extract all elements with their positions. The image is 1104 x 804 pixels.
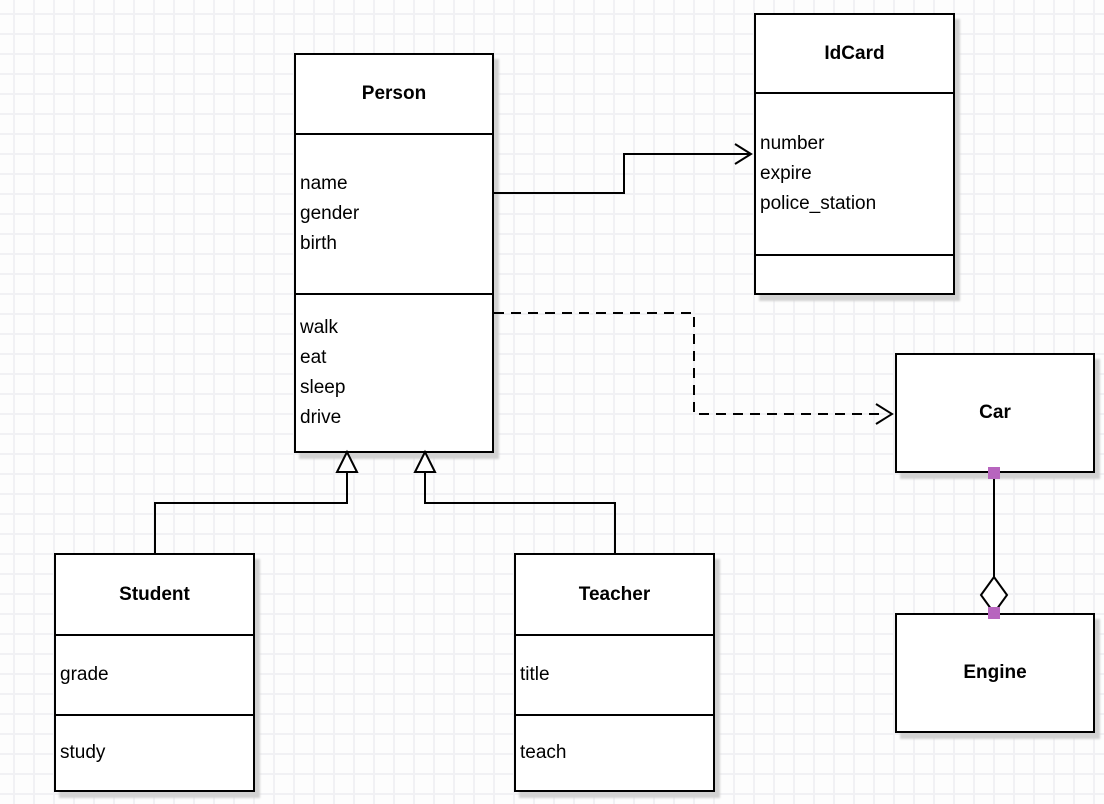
method: study	[60, 742, 106, 763]
attribute: expire	[760, 163, 812, 184]
class-title: Engine	[963, 662, 1027, 683]
method: drive	[300, 407, 342, 428]
class-box-car[interactable]: Car	[895, 353, 1095, 473]
class-box-idcard[interactable]: IdCard number expire police_station	[754, 13, 955, 295]
methods-section: study	[56, 714, 253, 790]
edge-generalization-student-person[interactable]	[154, 449, 359, 553]
class-title: Person	[361, 83, 427, 104]
method: sleep	[300, 377, 346, 398]
edge-aggregation-car-engine[interactable]	[979, 467, 1009, 619]
open-arrow-icon	[734, 143, 753, 165]
methods-section: walk eat sleep drive	[296, 293, 492, 451]
class-title: Car	[979, 402, 1011, 423]
methods-section	[756, 254, 953, 293]
class-title: IdCard	[824, 42, 885, 64]
attributes-section: grade	[56, 634, 253, 714]
attribute: grade	[60, 664, 109, 685]
method: walk	[300, 317, 339, 338]
class-title: Teacher	[578, 583, 651, 605]
attributes-section: name gender birth	[296, 133, 492, 293]
attribute: title	[520, 664, 550, 685]
attribute: police_station	[760, 193, 877, 214]
attribute: gender	[300, 203, 360, 224]
methods-section: teach	[516, 714, 713, 790]
method: eat	[300, 347, 327, 368]
hollow-diamond-icon	[979, 575, 1009, 615]
attributes-section: title	[516, 634, 713, 714]
edge-association-person-idcard[interactable]	[494, 143, 753, 194]
method: teach	[520, 742, 567, 763]
edge-dependency-person-car[interactable]	[494, 312, 894, 425]
class-box-teacher[interactable]: Teacher title teach	[514, 553, 715, 792]
attribute: birth	[300, 233, 337, 254]
open-arrow-icon	[875, 403, 894, 425]
hollow-triangle-icon	[335, 449, 359, 473]
attribute: name	[300, 173, 348, 194]
class-box-person[interactable]: Person name gender birth walk eat sleep …	[294, 53, 494, 453]
class-box-student[interactable]: Student grade study	[54, 553, 255, 792]
class-box-engine[interactable]: Engine	[895, 613, 1095, 733]
attributes-section: number expire police_station	[756, 92, 953, 254]
class-title: Student	[119, 583, 190, 605]
edge-generalization-teacher-person[interactable]	[413, 449, 616, 553]
hollow-triangle-icon	[413, 449, 437, 473]
attribute: number	[760, 133, 825, 154]
